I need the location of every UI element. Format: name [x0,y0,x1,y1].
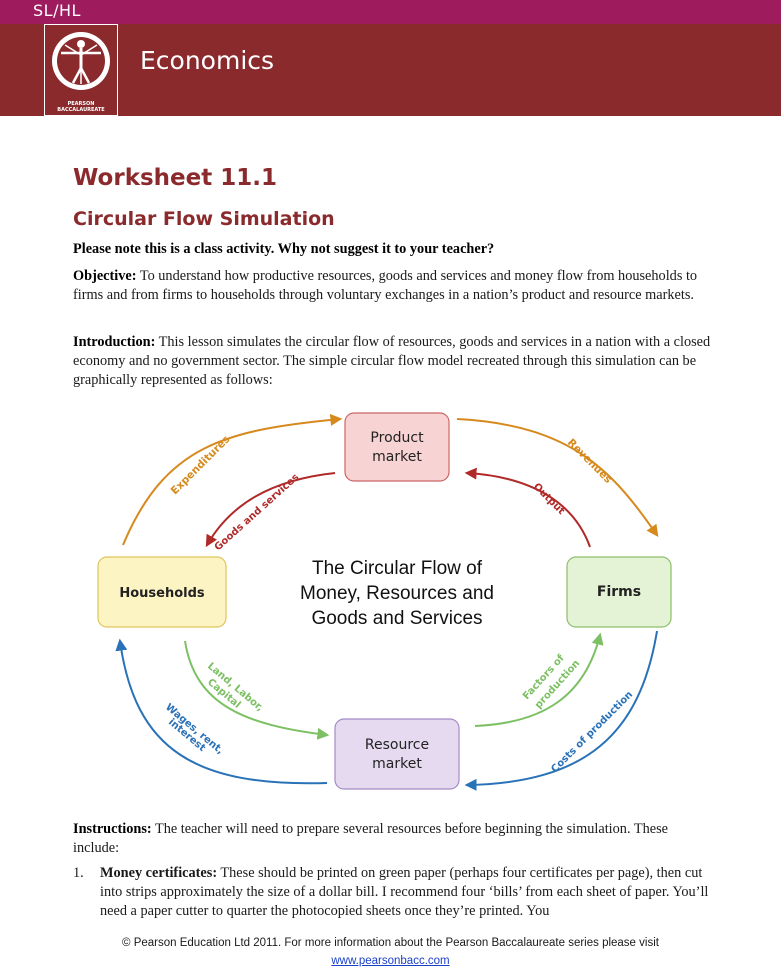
logo-text-line-1: PEARSON [67,101,95,107]
instructions-text: The teacher will need to prepare several… [73,821,668,856]
costs-of-production-arrow [464,630,658,791]
note-text: Please note this is a class activity. Wh… [73,241,495,257]
list-item-label: Money certificates: [100,865,218,881]
revenues-label: Revenues [565,437,614,486]
introduction-text: This lesson simulates the circular flow … [73,334,711,388]
diagram-title-line-2: Money, Resources and [300,583,494,604]
objective-label: Objective: [73,268,137,284]
households-label: Households [119,586,205,601]
resource-market-label-2: market [372,756,422,772]
wages-rent-interest-arrow [115,638,328,785]
worksheet-subtitle: Circular Flow Simulation [73,208,335,230]
diagram-title-line-1: The Circular Flow of [312,558,483,579]
logo-caption: PEARSON BACCALAUREATE [45,101,117,113]
instructions-paragraph: Instructions: The teacher will need to p… [73,820,713,858]
introduction-label: Introduction: [73,334,156,350]
vitruvian-man-icon [52,32,110,90]
list-item-number: 1. [73,865,84,881]
footer-text: © Pearson Education Ltd 2011. For more i… [122,937,659,949]
output-label: Output [531,481,567,517]
list-item-body: Money certificates: These should be prin… [100,864,713,921]
firms-box [566,556,672,628]
resource-market-label-1: Resource [365,737,429,753]
diagram-title-line-3: Goods and Services [311,608,482,629]
footer: © Pearson Education Ltd 2011. For more i… [0,934,781,970]
goods-and-services-arrow [205,472,336,548]
firms-label: Firms [597,584,641,600]
circular-flow-diagram: Product market Households Firms Resource… [97,412,672,791]
resource-market-box [334,718,460,790]
list-item-text: These should be printed on green paper (… [100,865,709,919]
top-band: SL/HL [0,0,781,24]
logo-text-line-2: BACCALAUREATE [57,107,105,113]
introduction-paragraph: Introduction: This lesson simulates the … [73,333,713,390]
instructions-label: Instructions: [73,821,152,837]
level-label: SL/HL [33,1,81,20]
land-labor-capital-arrow [184,640,330,740]
note-paragraph: Please note this is a class activity. Wh… [73,240,713,259]
worksheet-title: Worksheet 11.1 [73,165,278,191]
revenues-arrow [456,418,659,537]
expenditures-arrow [122,413,343,546]
output-arrow [464,467,591,548]
goods-and-services-label: Goods and services [213,472,302,553]
costs-of-production-label: Costs of production [549,689,635,775]
objective-text: To understand how productive resources, … [73,268,698,303]
objective-paragraph: Objective: To understand how productive … [73,267,713,305]
pearson-logo: PEARSON BACCALAUREATE [44,24,118,116]
households-box [97,556,227,628]
product-market-label-2: market [372,449,422,465]
subject-title: Economics [140,46,275,75]
footer-link[interactable]: www.pearsonbacc.com [331,955,450,967]
header-banner [0,24,781,116]
product-market-label-1: Product [370,430,424,446]
product-market-box [344,412,450,482]
factors-of-production-arrow [474,632,604,727]
